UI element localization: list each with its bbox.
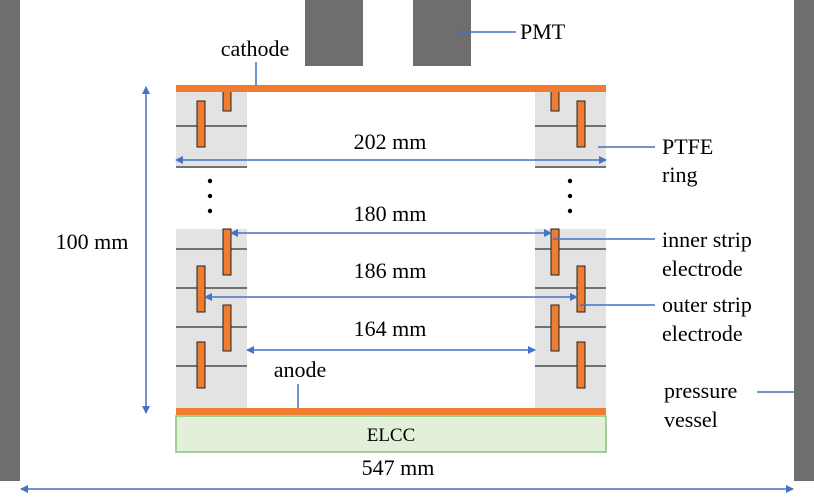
dimension-height: 100 mm [56, 229, 129, 254]
outer-strip-electrode [196, 265, 206, 313]
ptfe-ring-right-bottom [535, 229, 606, 408]
inner-strip-electrode [550, 304, 560, 352]
ptfe-ring-left-bottom [176, 229, 247, 408]
ptfe-ring-right-top [535, 91, 606, 168]
inner-strip-electrode [222, 304, 232, 352]
inner-strip-label-line1: inner strip [662, 227, 752, 252]
pmt-label: PMT [520, 19, 566, 44]
pressure-vessel-right-wall [794, 0, 814, 481]
inner-strip-electrode [550, 228, 560, 276]
outer-strip-electrode [576, 100, 586, 148]
cathode-plate [176, 85, 606, 92]
pressure-vessel-left-wall [0, 0, 20, 481]
dimension-ptfe-outer: 202 mm [354, 129, 427, 154]
inner-strip-electrode [550, 90, 560, 112]
ptfe-ring-label-line2: ring [662, 162, 697, 187]
anode-plate [176, 408, 606, 415]
outer-strip-electrode [196, 100, 206, 148]
inner-strip-electrode [222, 228, 232, 276]
leader-lines [255, 31, 794, 408]
cathode-label: cathode [221, 36, 289, 61]
pressure-vessel-label-line1: pressure [664, 378, 737, 403]
dimension-inner-bore: 164 mm [354, 316, 427, 341]
dimension-arrows [20, 86, 794, 493]
elcc-label: ELCC [367, 425, 416, 446]
outer-strip-electrode [196, 341, 206, 389]
pressure-vessel-label-line2: vessel [664, 407, 718, 432]
outer-strip-label-line2: electrode [662, 321, 743, 346]
anode-label: anode [274, 357, 327, 382]
outer-strip-electrode [576, 341, 586, 389]
ptfe-ring-separators [176, 125, 606, 367]
dimension-outer-strip: 186 mm [354, 258, 427, 283]
ptfe-ring-left-top [176, 91, 247, 168]
pmt-left [305, 0, 363, 66]
inner-strip-electrode [222, 90, 232, 112]
ptfe-ring-label-line1: PTFE [662, 134, 713, 159]
outer-strip-electrode [576, 265, 586, 313]
dimension-inner-strip: 180 mm [354, 201, 427, 226]
inner-strip-label-line2: electrode [662, 256, 743, 281]
pmt-right [413, 0, 471, 66]
outer-strip-label-line1: outer strip [662, 292, 752, 317]
continuation-dots [207, 178, 573, 214]
elcc-block [175, 415, 607, 453]
dimension-vessel: 547 mm [362, 455, 435, 480]
